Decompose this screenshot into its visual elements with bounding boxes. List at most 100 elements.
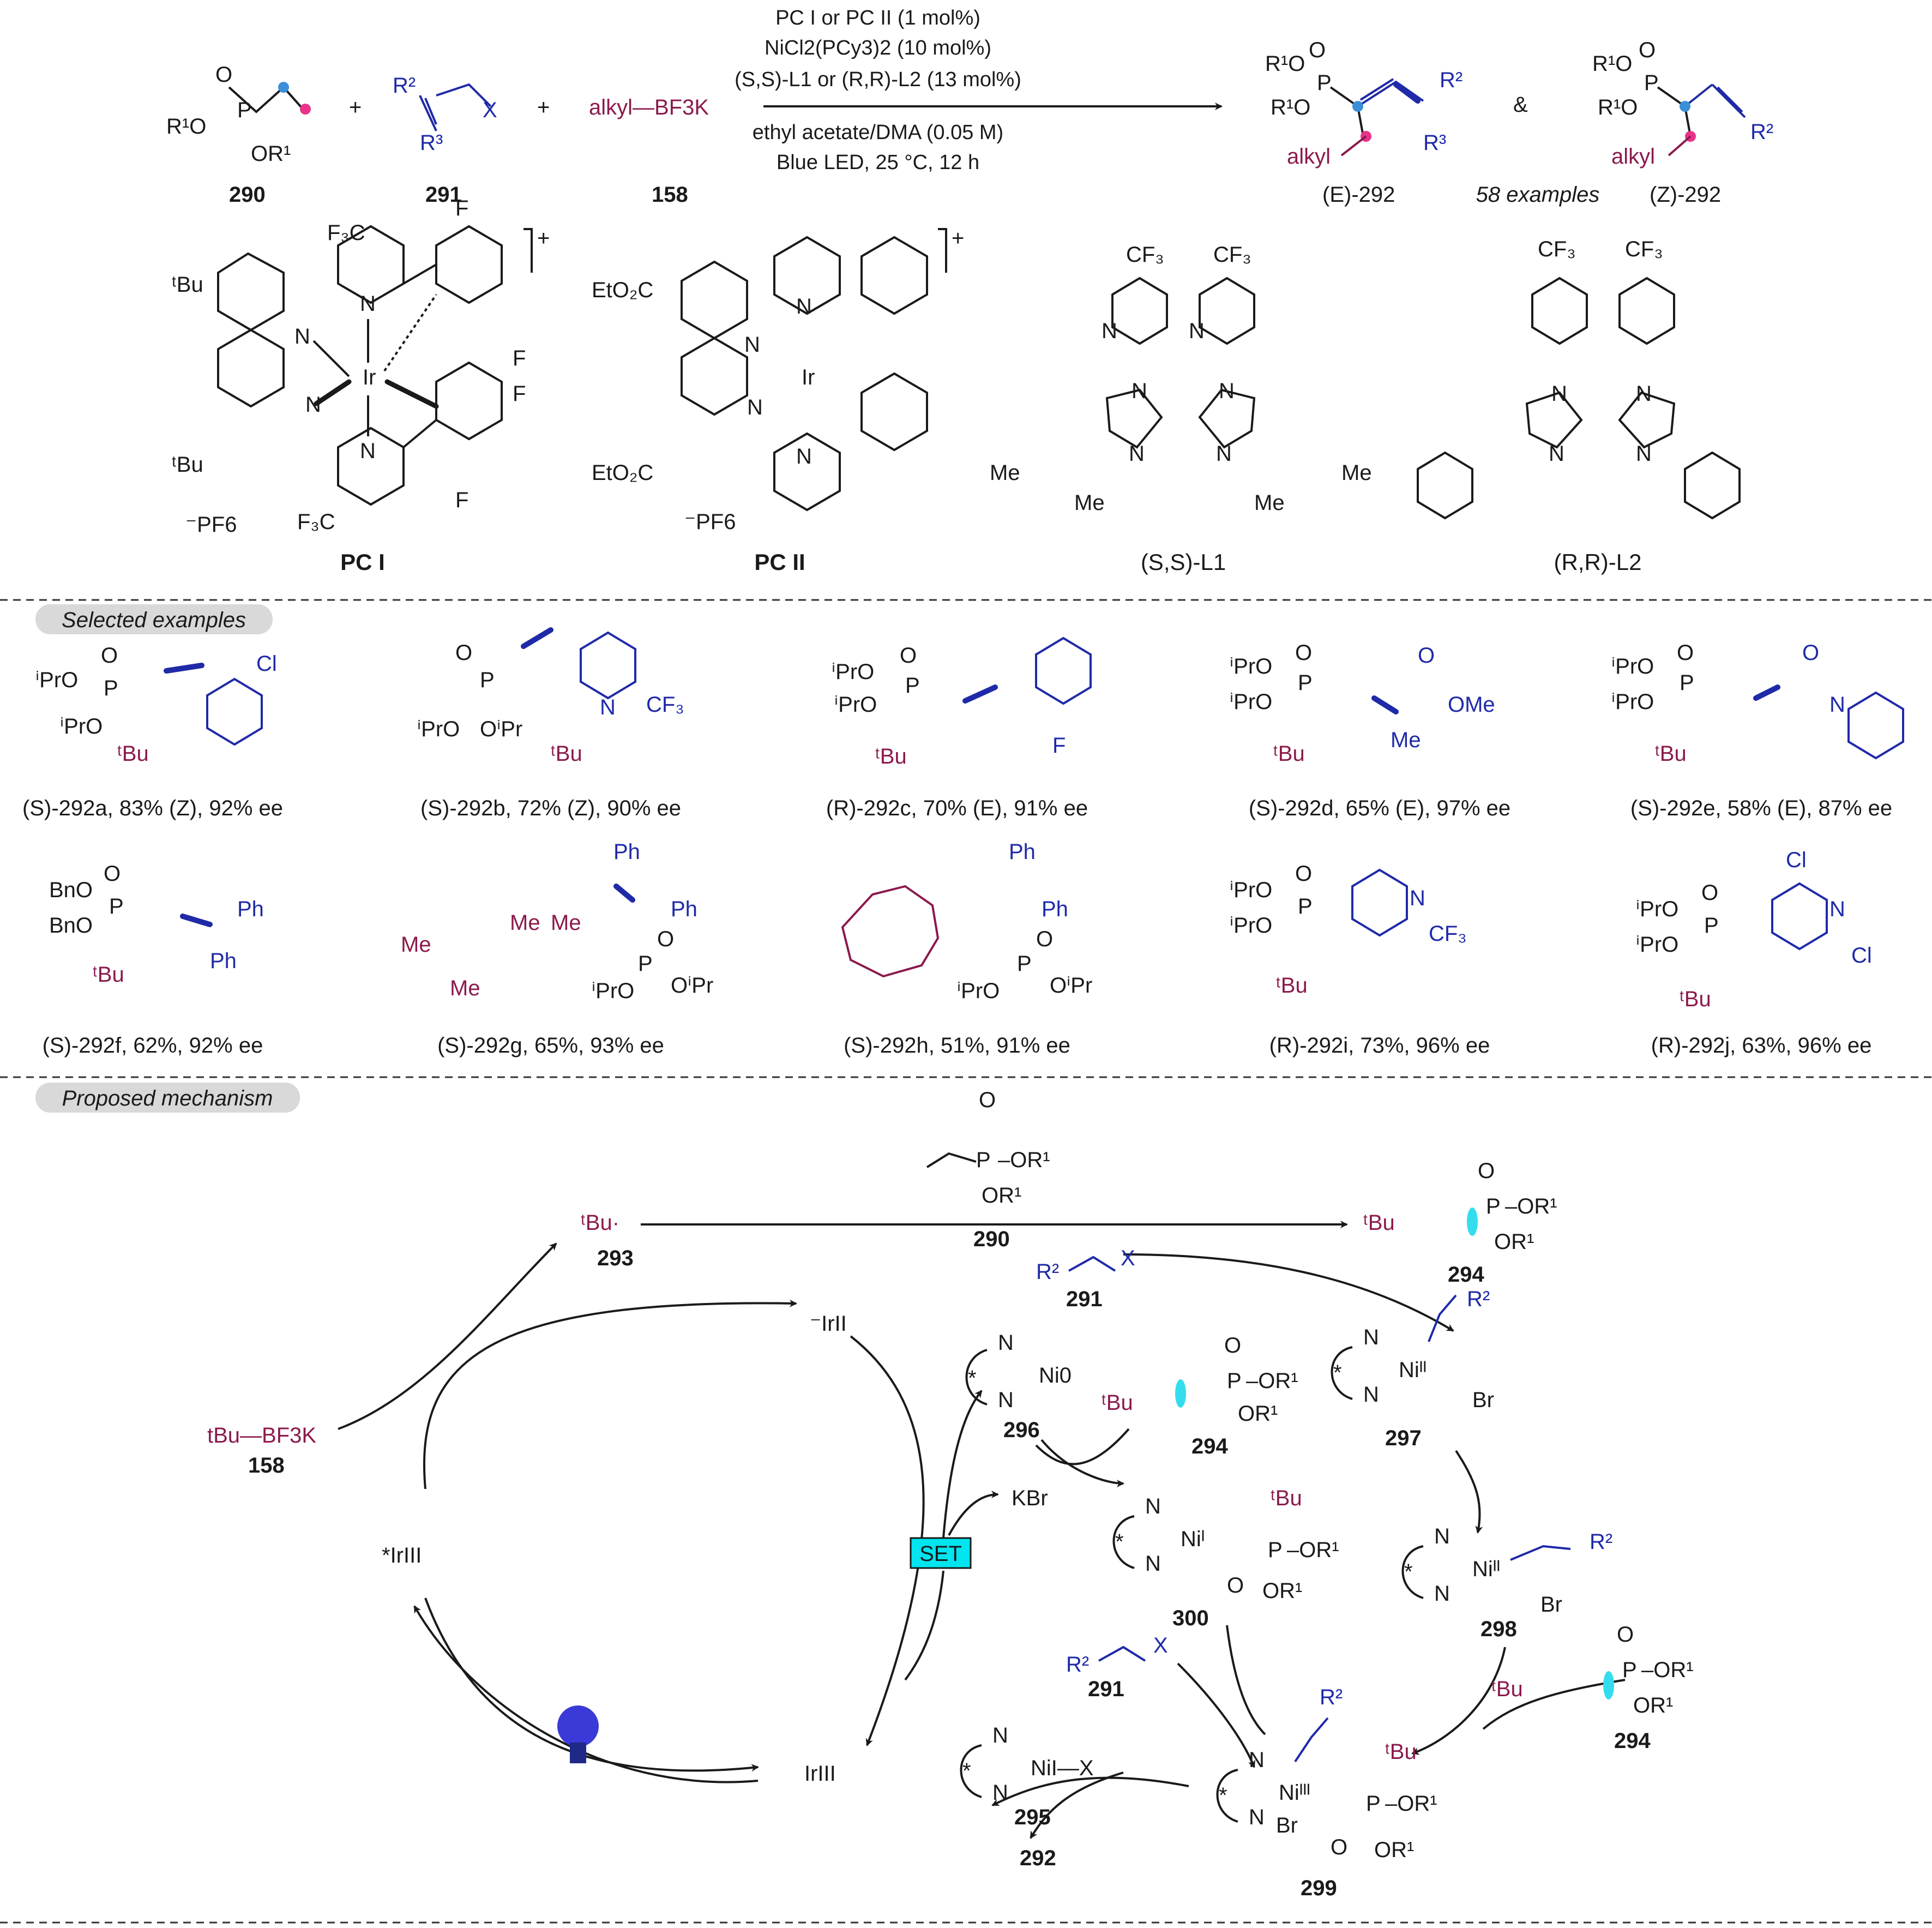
svg-text:OR¹: OR¹ [982, 1184, 1021, 1208]
set-label: SET [919, 1542, 962, 1566]
svg-text:O: O [1036, 927, 1053, 951]
label-x: X [483, 98, 497, 122]
label-l2: (R,R)-L2 [1554, 549, 1641, 575]
svg-text:alkyl: alkyl [1287, 145, 1331, 169]
mech-label-299: 299 [1301, 1876, 1337, 1900]
mech-label-293: 293 [597, 1246, 634, 1270]
mech-298: N N * Niᴵᴵ R² Br 298 [1401, 1524, 1612, 1641]
reductive-elimination-arrow [991, 1776, 1189, 1806]
br-297: Br [1472, 1388, 1494, 1412]
svg-text:P: P [976, 1148, 991, 1172]
ligand-l1: CF₃ CF₃ N N N N N N Me Me Me Me (S,S)-L1 [990, 243, 1372, 575]
example-292i: (R)-292i, 73%, 96% ee [1269, 1034, 1490, 1058]
svg-text:ᵗBu: ᵗBu [1273, 742, 1305, 766]
svg-text:CF₃: CF₃ [1538, 237, 1576, 261]
svg-text:ᵗBu: ᵗBu [1385, 1740, 1417, 1764]
svg-text:P: P [1486, 1194, 1501, 1218]
svg-text:P: P [1366, 1792, 1381, 1816]
mech-295: N N * NiI—X 295 [960, 1723, 1094, 1829]
298-to-299-arrow [1411, 1647, 1506, 1755]
svg-text:N: N [992, 1781, 1008, 1805]
svg-text:ⁱPrO: ⁱPrO [1636, 897, 1678, 921]
svg-text:OR¹: OR¹ [1262, 1579, 1302, 1603]
svg-text:*: * [1219, 1783, 1227, 1807]
svg-text:ᵗBu: ᵗBu [1680, 987, 1711, 1011]
label-291: 291 [425, 183, 462, 207]
svg-text:Cl: Cl [256, 652, 277, 676]
svg-text:ⁱPrO: ⁱPrO [1230, 878, 1272, 902]
svg-text:–OR¹: –OR¹ [998, 1148, 1050, 1172]
svg-text:BnO: BnO [49, 878, 93, 902]
svg-text:O: O [1224, 1334, 1241, 1358]
selected-pill [35, 604, 273, 634]
svg-text:R¹O: R¹O [1271, 95, 1310, 119]
label-pc1: PC I [340, 549, 385, 575]
svg-text:EtO₂C: EtO₂C [592, 461, 653, 485]
svg-text:N: N [1145, 1494, 1161, 1518]
svg-text:N: N [796, 445, 812, 469]
svg-text:O: O [104, 862, 121, 886]
svg-text:ᵗBu: ᵗBu [1655, 742, 1687, 766]
set-box [910, 1537, 972, 1569]
svg-text:N: N [998, 1331, 1014, 1355]
svg-text:O: O [1701, 881, 1718, 905]
297-to-298-arrow [1455, 1450, 1483, 1534]
svg-text:N: N [796, 295, 812, 319]
svg-text:P: P [1227, 1369, 1242, 1393]
svg-text:O: O [979, 1088, 996, 1112]
svg-text:R²: R² [1066, 1653, 1089, 1677]
mech-label-294b: 294 [1191, 1434, 1228, 1458]
svg-text:Ir: Ir [363, 365, 376, 389]
svg-text:R¹O: R¹O [1265, 52, 1305, 76]
svg-text:P: P [480, 668, 495, 692]
svg-text:Cl: Cl [1851, 944, 1872, 968]
svg-text:Niᴵᴵᴵ: Niᴵᴵᴵ [1279, 1781, 1310, 1805]
svg-text:P: P [1317, 71, 1332, 95]
svg-text:ⁱPrO: ⁱPrO [60, 714, 103, 738]
svg-text:P: P [1622, 1658, 1637, 1682]
ligand-l2: CF₃ CF₃ N N N N (R,R)-L2 [1417, 237, 1741, 575]
svg-text:N: N [1131, 379, 1147, 403]
condition-line-3: (S,S)-L1 or (R,R)-L2 (13 mol%) [735, 68, 1021, 91]
svg-text:BnO: BnO [49, 914, 93, 938]
mech-297: N N * Niᴵᴵ R² Br 297 [1331, 1287, 1494, 1450]
product-z-292: R¹O O P R¹O R² alkyl (Z)-292 [1592, 38, 1773, 207]
svg-text:N: N [1129, 442, 1145, 466]
condition-line-4: ethyl acetate/DMA (0.05 M) [753, 121, 1003, 144]
svg-text:R¹O: R¹O [1592, 52, 1632, 76]
mech-label-294a: 294 [1448, 1263, 1484, 1287]
mech-294-bottom: ᵗBu O P –OR¹ OR¹ 294 [1491, 1623, 1694, 1753]
svg-text:OⁱPr: OⁱPr [1050, 974, 1092, 998]
svg-text:F: F [455, 196, 468, 220]
svg-text:ⁱPrO: ⁱPrO [832, 660, 874, 684]
svg-text:R²: R² [1750, 120, 1773, 144]
example-292i-structure: ⁱPrO O P ⁱPrO ᵗBu N CF₃ [1230, 862, 1467, 998]
svg-text:Niᴵᴵ: Niᴵᴵ [1472, 1557, 1500, 1581]
example-292b: (S)-292b, 72% (Z), 90% ee [420, 796, 681, 820]
svg-text:O: O [1418, 644, 1435, 668]
ni0-to-300-arrow [1040, 1439, 1124, 1487]
alkyl-bf3k: alkyl—BF3K [589, 95, 709, 119]
svg-text:EtO₂C: EtO₂C [592, 278, 653, 302]
svg-text:N: N [1216, 442, 1232, 466]
svg-text:Me: Me [401, 933, 431, 957]
svg-text:N: N [1363, 1325, 1379, 1349]
svg-text:N: N [360, 439, 376, 463]
mech-296: N N * Ni0 296 [965, 1331, 1072, 1442]
300-down-arrow [1226, 1625, 1266, 1735]
radical-to-299-arrow [1482, 1679, 1626, 1730]
pc1-pf6: ⁻PF6 [185, 513, 237, 537]
conditions: PC I or PC II (1 mol%) NiCl2(PCy3)2 (10 … [735, 7, 1223, 174]
svg-text:Me: Me [1391, 728, 1421, 752]
svg-text:O: O [1478, 1159, 1495, 1183]
svg-text:Me: Me [1074, 491, 1105, 515]
svg-text:Me: Me [990, 461, 1020, 485]
svg-text:Ph: Ph [1009, 840, 1036, 864]
svg-text:OR¹: OR¹ [1633, 1693, 1673, 1717]
svg-text:O: O [657, 927, 674, 951]
pc2-charge: + [952, 226, 964, 250]
example-292j: (R)-292j, 63%, 96% ee [1651, 1034, 1872, 1058]
mech-label-298: 298 [1480, 1617, 1517, 1641]
svg-text:N: N [744, 333, 760, 357]
svg-text:ⁱPrO: ⁱPrO [592, 979, 634, 1003]
